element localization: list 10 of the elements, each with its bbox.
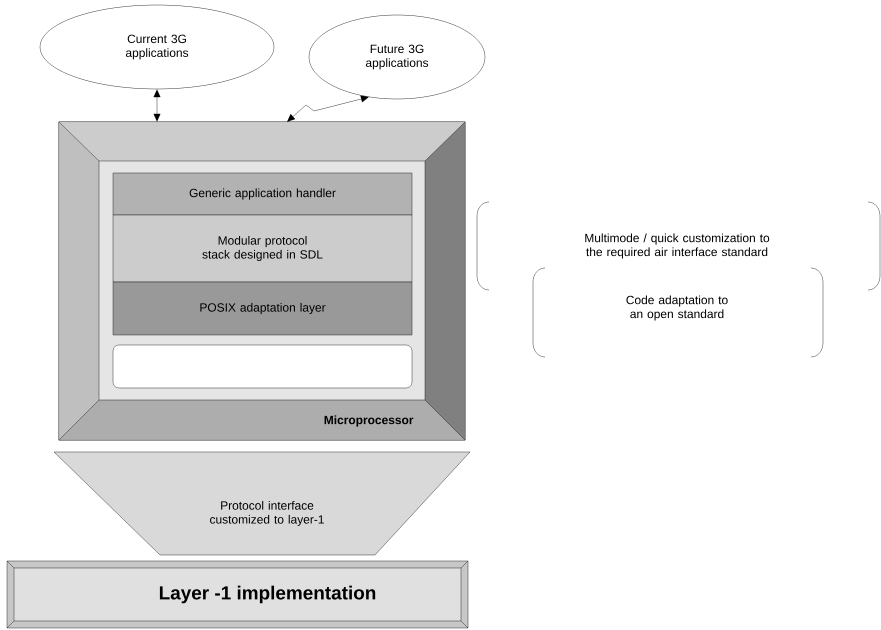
interface-trapezoid: Protocol interface customized to layer-1 (54, 452, 470, 556)
annotation: Code adaptation to an open standard (626, 295, 728, 321)
annotation: Multimode / quick customization to the required air interface standard (585, 233, 770, 259)
layer-box: POSIX adaptation layer (112, 282, 412, 336)
layer-box: Generic application handler (112, 172, 412, 216)
layer-plate: Layer -1 implementation (6, 560, 468, 628)
arrow (287, 96, 369, 122)
layer-box: Modular protocol stack designed in SDL (112, 214, 412, 282)
arrow (154, 90, 160, 122)
empty-box (112, 344, 412, 388)
